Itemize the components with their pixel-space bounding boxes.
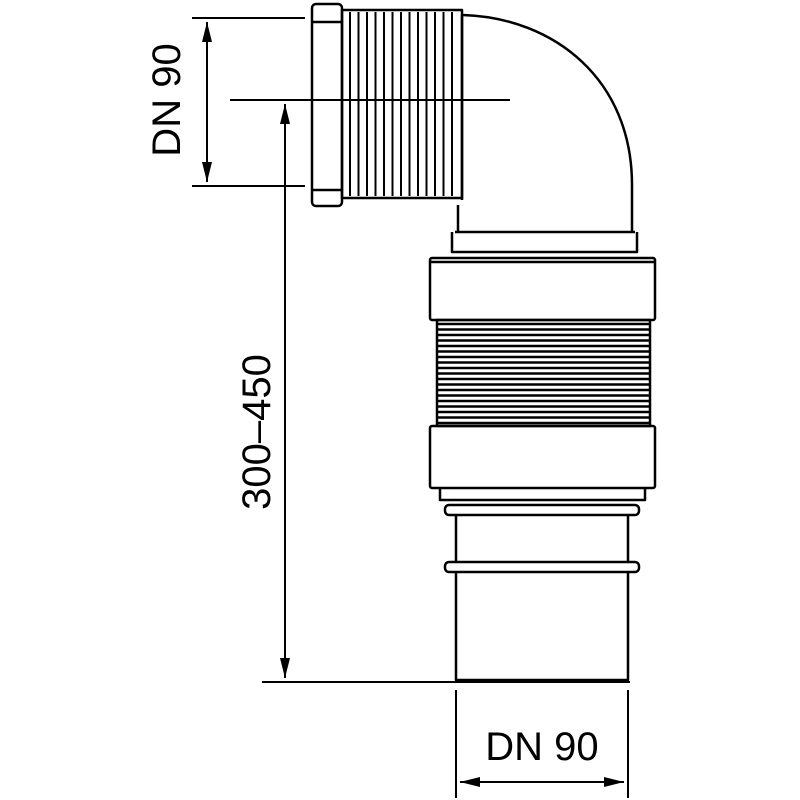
lower-collar [428, 424, 657, 490]
top-diameter-label: DN 90 [145, 43, 189, 156]
threaded-socket [310, 2, 464, 208]
height-dimension [262, 104, 630, 683]
corrugated-hose [435, 318, 652, 428]
elbow-bend [450, 13, 639, 254]
upper-collar [428, 256, 657, 322]
top-diameter-dimension [192, 17, 305, 187]
bottom-diameter-dimension [455, 690, 629, 798]
spigot-end [438, 488, 647, 682]
bottom-diameter-label: DN 90 [485, 725, 598, 769]
height-range-label: 300–450 [235, 354, 279, 510]
